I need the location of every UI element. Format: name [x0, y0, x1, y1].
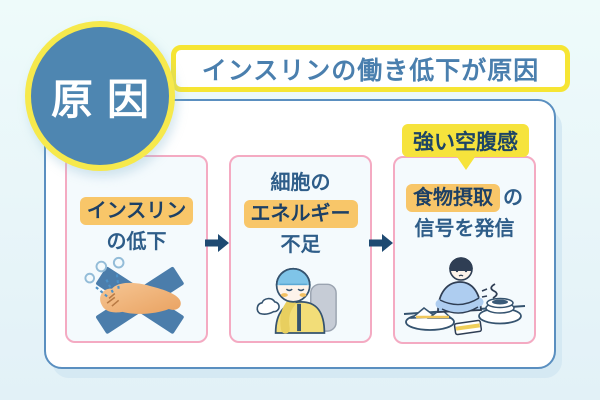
header-banner: インスリンの働き低下が原因 [171, 45, 570, 92]
highlight-food-intake: 食物摂取 [406, 184, 500, 212]
pancreas-crossed-icon [83, 256, 184, 334]
step-box-energy-shortage: 細胞の エネルギー 不足 [229, 155, 372, 343]
flow-arrow-icon [205, 234, 229, 252]
step-1-text: インスリン の低下 [79, 197, 194, 254]
step-2-pre: 細胞の [270, 172, 331, 194]
step-box-insulin-drop: インスリン の低下 [65, 155, 208, 343]
eating-person-icon [403, 257, 526, 336]
hunger-callout: 強い空腹感 [402, 124, 529, 170]
highlight-energy: エネルギー [243, 200, 358, 228]
step-3-text: 食物摂取 の 信号を発信 [406, 184, 523, 241]
callout-tail [454, 154, 477, 170]
step-2-rest: 不足 [280, 234, 321, 256]
highlight-insulin: インスリン [79, 197, 194, 225]
header-title: インスリンの働き低下が原因 [201, 56, 540, 85]
step-box-food-signal: 食物摂取 の 信号を発信 [393, 156, 536, 344]
cause-circle-badge: 原因 [25, 21, 175, 171]
step-2-text: 細胞の エネルギー 不足 [243, 171, 358, 257]
step-3-rest: 信号を発信 [414, 218, 515, 240]
step-3-particle: の [503, 187, 523, 209]
flow-arrow-icon [369, 234, 393, 252]
tired-person-icon [255, 267, 337, 334]
hunger-callout-label: 強い空腹感 [413, 130, 518, 154]
cause-circle-label: 原因 [50, 75, 163, 123]
step-1-rest: の低下 [106, 231, 167, 253]
